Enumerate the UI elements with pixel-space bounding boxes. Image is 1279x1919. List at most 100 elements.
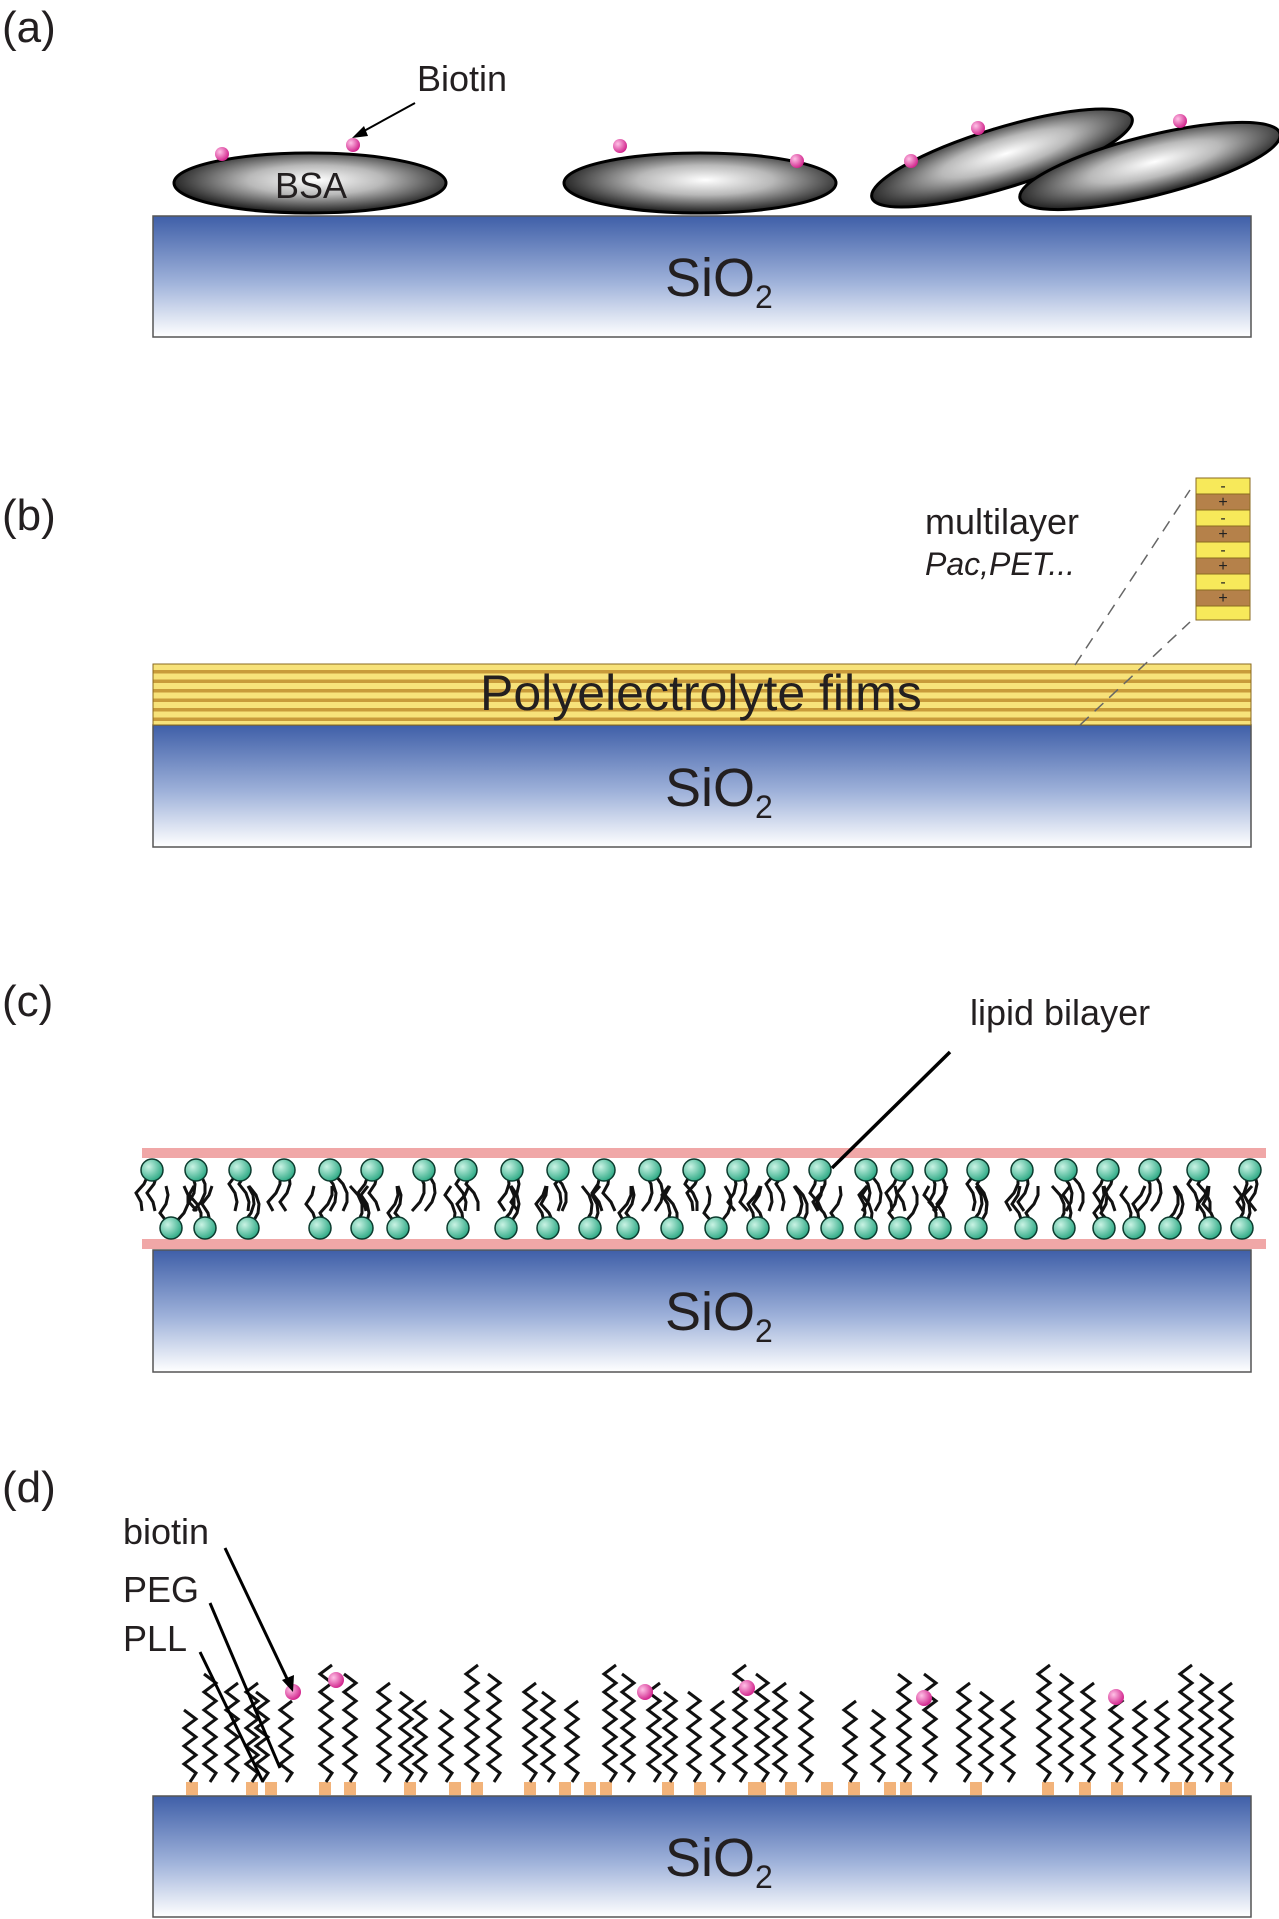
lipid-tail [247, 1185, 261, 1223]
lipid-tail [539, 1185, 555, 1223]
biotin-dot [971, 121, 985, 135]
bsa-protein [562, 151, 838, 215]
bilayer-band-bottom [142, 1239, 1266, 1249]
lipid-head [193, 1216, 217, 1240]
lipid-tail [348, 1185, 364, 1223]
pll-pointer [198, 1651, 265, 1783]
pll-anchor [559, 1782, 571, 1795]
peg-chain [181, 1708, 199, 1783]
bsa-protein [870, 107, 1134, 209]
charge-symbol: + [1218, 558, 1227, 575]
zoom-guide [1074, 489, 1191, 666]
panel-c: (c) SiO2 lipid bilayer [2, 977, 1266, 1373]
lipid-tail [590, 1185, 602, 1223]
lipid-head [536, 1216, 560, 1240]
lipid-tail [970, 1185, 984, 1223]
lipid-pointer [830, 1050, 952, 1170]
peg-chain [563, 1699, 581, 1783]
substrate-a [152, 215, 1252, 338]
lipid-tail [1242, 1185, 1254, 1223]
lipid-head [386, 1216, 410, 1240]
pll-anchor [186, 1782, 198, 1795]
biotin-dot [916, 1690, 932, 1706]
lipid-head [682, 1158, 706, 1182]
pll-anchor [319, 1782, 331, 1795]
lipid-tail [975, 1185, 989, 1223]
lipid-head [360, 1158, 384, 1182]
peg-chain [895, 1672, 913, 1783]
lipid-tail [738, 1174, 750, 1212]
multilayer-charge-stack: -+-+-+-+ [1195, 477, 1251, 621]
pll-peg-brush [181, 1663, 1235, 1795]
lipid-tail [158, 1185, 170, 1223]
film-stripe [153, 670, 1251, 674]
lipid-tail [663, 1185, 679, 1222]
lipid-tail [660, 1185, 672, 1223]
lipid-head [578, 1216, 602, 1240]
pll-anchor [785, 1782, 797, 1795]
lipid-tail [751, 1185, 765, 1223]
pll-anchor [600, 1782, 612, 1795]
lipid-tail [1050, 1185, 1066, 1223]
peg-chain [685, 1690, 703, 1783]
lipid-head [1198, 1216, 1222, 1240]
lipid-tail [318, 1186, 334, 1223]
multilayer-examples: Pac,PET... [925, 546, 1075, 582]
substrate-b [152, 724, 1252, 848]
charge-symbol: - [1220, 478, 1225, 495]
lipid-head [454, 1158, 478, 1182]
lipid-tail [702, 1185, 714, 1223]
lipid-tail [1196, 1185, 1210, 1223]
lipid-head [494, 1216, 518, 1240]
film-stripe [153, 679, 1251, 683]
lipid-tail [333, 1174, 349, 1212]
biotin-dot [904, 154, 918, 168]
lipid-tail [792, 1185, 804, 1223]
lipid-head [1054, 1158, 1078, 1182]
lipid-head [928, 1216, 952, 1240]
lipid-tail [719, 1185, 733, 1223]
peg-chain [921, 1672, 939, 1783]
biotin-dot [1108, 1689, 1124, 1705]
lipid-head [1092, 1216, 1116, 1240]
bsa-label: BSA [275, 165, 347, 206]
lipid-tail [764, 1174, 776, 1212]
peg-chain [1197, 1672, 1215, 1783]
peg-chain [999, 1699, 1017, 1783]
peg-chain [1217, 1681, 1235, 1783]
biotin-pointer-d [223, 1547, 292, 1686]
lipid-tail [454, 1174, 468, 1212]
lipid-head [854, 1158, 878, 1182]
pll-anchor [1079, 1782, 1091, 1795]
lipid-tail [1173, 1185, 1185, 1223]
peg-chain [709, 1699, 727, 1783]
pll-label: PLL [123, 1618, 187, 1659]
lipid-head [446, 1216, 470, 1240]
pll-anchor [1184, 1782, 1196, 1795]
substrate-c [152, 1249, 1252, 1373]
lipid-head [854, 1216, 878, 1240]
film-stripe [153, 689, 1251, 693]
lipid-tail [455, 1185, 471, 1223]
peg-chain [521, 1681, 539, 1783]
peg-chain [463, 1663, 481, 1783]
pll-anchor [884, 1782, 896, 1795]
lipid-tail [1092, 1185, 1106, 1223]
lipid-tail [174, 1185, 190, 1223]
biotin-dot [1173, 114, 1187, 128]
lipid-tail [857, 1185, 869, 1223]
biotin-dot [215, 147, 229, 161]
lipid-tail [808, 1174, 824, 1212]
lipid-tail [393, 1185, 405, 1223]
lipid-head [660, 1216, 684, 1240]
lipid-head [228, 1158, 252, 1182]
pll-anchor [754, 1782, 766, 1795]
peg-chain [771, 1681, 789, 1783]
biotin-dot [637, 1684, 653, 1700]
peg-chain [201, 1672, 219, 1783]
lipid-head [318, 1158, 342, 1182]
lipid-tail [903, 1185, 919, 1223]
biotin-dot [328, 1672, 344, 1688]
lipid-tail [187, 1185, 203, 1222]
lipid-tail [227, 1174, 239, 1212]
